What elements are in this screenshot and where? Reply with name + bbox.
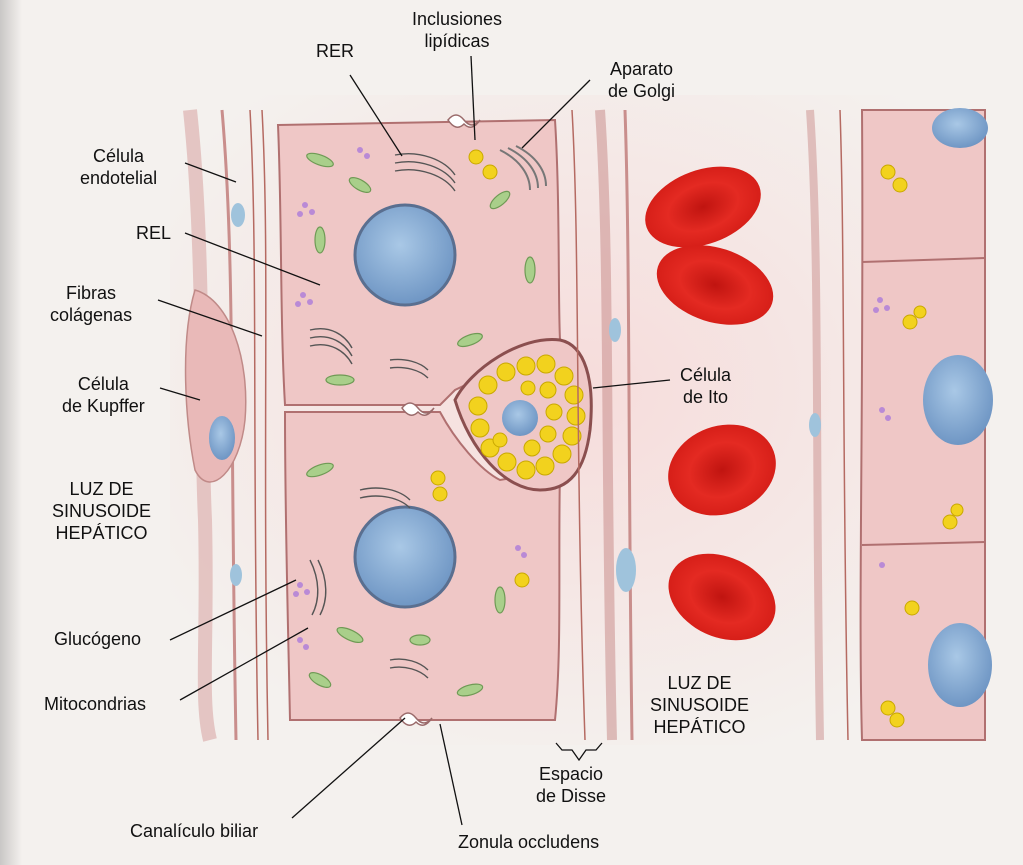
label-line: colágenas (50, 305, 133, 325)
label-line: HEPÁTICO (55, 523, 148, 543)
right-nucleus (923, 355, 993, 445)
ito-nucleus (502, 400, 538, 436)
leader-glucogeno (169, 579, 297, 641)
label-zonula-text: Zonula occludens (458, 832, 600, 852)
label-line: Célula (77, 374, 129, 394)
erythrocyte (656, 245, 774, 325)
leader-canaliculo (291, 717, 406, 819)
glycogen-granules (873, 297, 891, 568)
label-celula-ito: Célula de Ito (680, 364, 731, 408)
endothelial-nucleus (616, 548, 636, 592)
erythrocytes (645, 166, 776, 641)
right-hepatocytes (859, 108, 993, 741)
erythrocyte (668, 553, 776, 641)
label-inclusiones-lipidicas: Inclusiones lipídicas (412, 8, 502, 52)
label-line: Inclusiones (412, 9, 503, 29)
label-rel: REL (136, 222, 171, 244)
label-line: de Golgi (608, 81, 676, 101)
lipid-droplets-lower (430, 470, 530, 588)
label-line: Célula (93, 146, 145, 166)
label-line: Espacio (538, 764, 604, 784)
label-line: de Disse (536, 786, 607, 806)
nucleus-lower (353, 505, 457, 609)
kupffer-cell (184, 289, 247, 483)
label-line: HEPÁTICO (653, 717, 746, 737)
label-rer: RER (316, 40, 354, 62)
label-line: Fibras (66, 283, 117, 303)
label-espacio-disse: Espacio de Disse (536, 763, 606, 807)
label-fibras-colagenas: Fibras colágenas (50, 282, 132, 326)
label-line: Aparato (610, 59, 674, 79)
ito-lipid-droplets (468, 354, 586, 480)
hepatocyte-lower (283, 411, 562, 721)
mitochondria-group (306, 152, 536, 386)
leader-mitocondrias (179, 627, 309, 701)
endothelial-nucleus (809, 413, 821, 437)
label-canaliculo-biliar: Canalículo biliar (130, 820, 258, 842)
label-zonula-occludens: Zonula occludens (458, 831, 599, 853)
erythrocyte (645, 166, 761, 248)
label-canaliculo-text: Canalículo biliar (130, 821, 259, 841)
endothelial-nucleus (230, 564, 242, 586)
bile-canaliculus (399, 114, 481, 726)
label-rer-text: RER (316, 41, 355, 61)
label-line: de Ito (682, 387, 729, 407)
leader-kupffer (159, 387, 201, 401)
leader-rer (349, 74, 403, 157)
leader-golgi (521, 79, 591, 149)
label-line: LUZ DE (667, 673, 732, 693)
leader-endotelial (184, 162, 237, 183)
label-rel-text: REL (136, 223, 172, 243)
glycogen-granules (293, 545, 527, 650)
disse-bracket (555, 742, 603, 762)
label-luz-sinusoide-right: LUZ DE SINUSOIDE HEPÁTICO (650, 672, 749, 738)
right-nucleus (928, 623, 992, 707)
nucleus-upper (353, 203, 457, 307)
label-line: endotelial (80, 168, 158, 188)
lipid-droplets-right (880, 164, 964, 728)
glycogen-granules (295, 147, 370, 307)
label-line: SINUSOIDE (52, 501, 152, 521)
right-endothelial-band (806, 109, 849, 741)
leader-lines (157, 55, 671, 826)
leader-rel (184, 232, 321, 286)
mitochondria-group (306, 462, 506, 697)
label-luz-sinusoide-left: LUZ DE SINUSOIDE HEPÁTICO (52, 478, 151, 544)
label-line: LUZ DE (69, 479, 134, 499)
golgi-apparatus (499, 145, 547, 191)
kupffer-nucleus (209, 416, 235, 460)
label-mitocondrias-text: Mitocondrias (44, 694, 147, 714)
leader-fibras (157, 299, 263, 337)
label-line: Célula (680, 365, 732, 385)
hepatocyte-upper (276, 118, 562, 406)
lipid-droplets-upper (468, 149, 498, 180)
label-line: de Kupffer (62, 396, 145, 416)
label-glucogeno-text: Glucógeno (54, 629, 142, 649)
page-edge-shadow (0, 0, 22, 865)
endothelial-nucleus (609, 318, 621, 342)
ito-cell (453, 338, 593, 492)
label-line: SINUSOIDE (650, 695, 750, 715)
erythrocyte (668, 424, 776, 516)
label-aparato-golgi: Aparato de Golgi (608, 58, 675, 102)
central-endothelial-band (571, 109, 636, 741)
rer-stack (309, 487, 429, 679)
label-mitocondrias: Mitocondrias (44, 693, 146, 715)
label-line: lipídicas (424, 31, 490, 51)
endothelial-nucleus (231, 203, 245, 227)
right-nucleus (932, 108, 988, 148)
rer-stack (309, 153, 456, 379)
label-glucogeno: Glucógeno (54, 628, 141, 650)
leader-zonula (439, 723, 463, 826)
leader-inclusiones (470, 55, 476, 141)
label-celula-endotelial: Célula endotelial (80, 145, 157, 189)
label-celula-kupffer: Célula de Kupffer (62, 373, 145, 417)
leader-ito (592, 379, 671, 389)
